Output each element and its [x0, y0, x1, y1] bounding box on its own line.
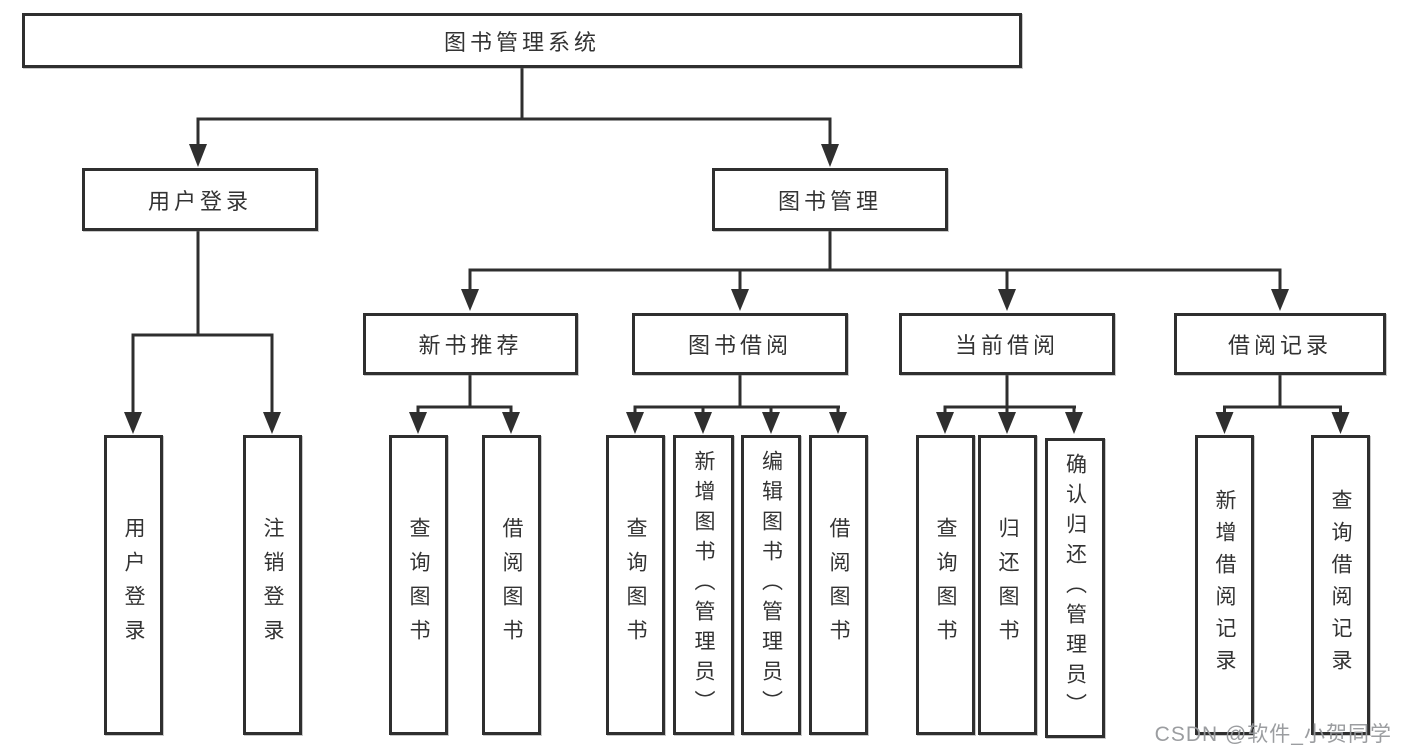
leaf-recommend-borrow-books: 借阅图书	[482, 435, 541, 735]
node-user-login-label: 用户登录	[147, 188, 252, 214]
leaf-recommend-query-books-label: 查询图书	[407, 517, 430, 653]
leaf-logout: 注销登录	[243, 435, 302, 735]
leaf-current-query-books-label: 查询图书	[934, 517, 957, 653]
leaf-borrow-query-books: 查询图书	[606, 435, 665, 735]
leaf-return-books: 归还图书	[978, 435, 1037, 735]
leaf-borrow-books: 借阅图书	[809, 435, 868, 735]
leaf-query-borrow-record-label: 查询借阅记录	[1329, 489, 1352, 681]
node-book-management: 图书管理	[712, 168, 948, 231]
leaf-user-login: 用户登录	[104, 435, 163, 735]
leaf-add-borrow-record-label: 新增借阅记录	[1213, 489, 1236, 681]
leaf-query-borrow-record: 查询借阅记录	[1311, 435, 1370, 735]
node-current-borrow-label: 当前借阅	[954, 333, 1059, 358]
leaf-confirm-return-admin-label: 确认归还（管理员）	[1063, 453, 1087, 723]
leaf-current-query-books: 查询图书	[916, 435, 975, 735]
leaf-add-books-admin: 新增图书（管理员）	[673, 435, 734, 735]
csdn-watermark: CSDN @软件_小贺同学	[1154, 723, 1392, 746]
leaf-user-login-label: 用户登录	[122, 517, 145, 653]
node-current-borrow: 当前借阅	[899, 313, 1115, 375]
leaf-edit-books-admin-label: 编辑图书（管理员）	[759, 450, 783, 720]
node-borrow-records: 借阅记录	[1174, 313, 1386, 375]
leaf-recommend-query-books: 查询图书	[389, 435, 448, 735]
leaf-confirm-return-admin: 确认归还（管理员）	[1045, 438, 1105, 738]
node-borrow-records-label: 借阅记录	[1227, 333, 1332, 358]
node-new-book-recommend: 新书推荐	[363, 313, 578, 375]
leaf-add-books-admin-label: 新增图书（管理员）	[692, 450, 715, 720]
node-root-label: 图书管理系统	[443, 29, 600, 55]
node-book-borrow: 图书借阅	[632, 313, 848, 375]
leaf-edit-books-admin: 编辑图书（管理员）	[741, 435, 801, 735]
node-root: 图书管理系统	[22, 13, 1022, 68]
node-book-borrow-label: 图书借阅	[687, 333, 792, 358]
node-user-login: 用户登录	[82, 168, 318, 231]
node-book-management-label: 图书管理	[777, 188, 882, 214]
leaf-logout-label: 注销登录	[261, 517, 284, 653]
leaf-borrow-query-books-label: 查询图书	[624, 517, 647, 653]
leaf-borrow-books-label: 借阅图书	[827, 517, 850, 653]
leaf-recommend-borrow-books-label: 借阅图书	[500, 517, 523, 653]
node-new-book-recommend-label: 新书推荐	[418, 333, 523, 358]
leaf-return-books-label: 归还图书	[996, 517, 1019, 653]
leaf-add-borrow-record: 新增借阅记录	[1195, 435, 1254, 735]
